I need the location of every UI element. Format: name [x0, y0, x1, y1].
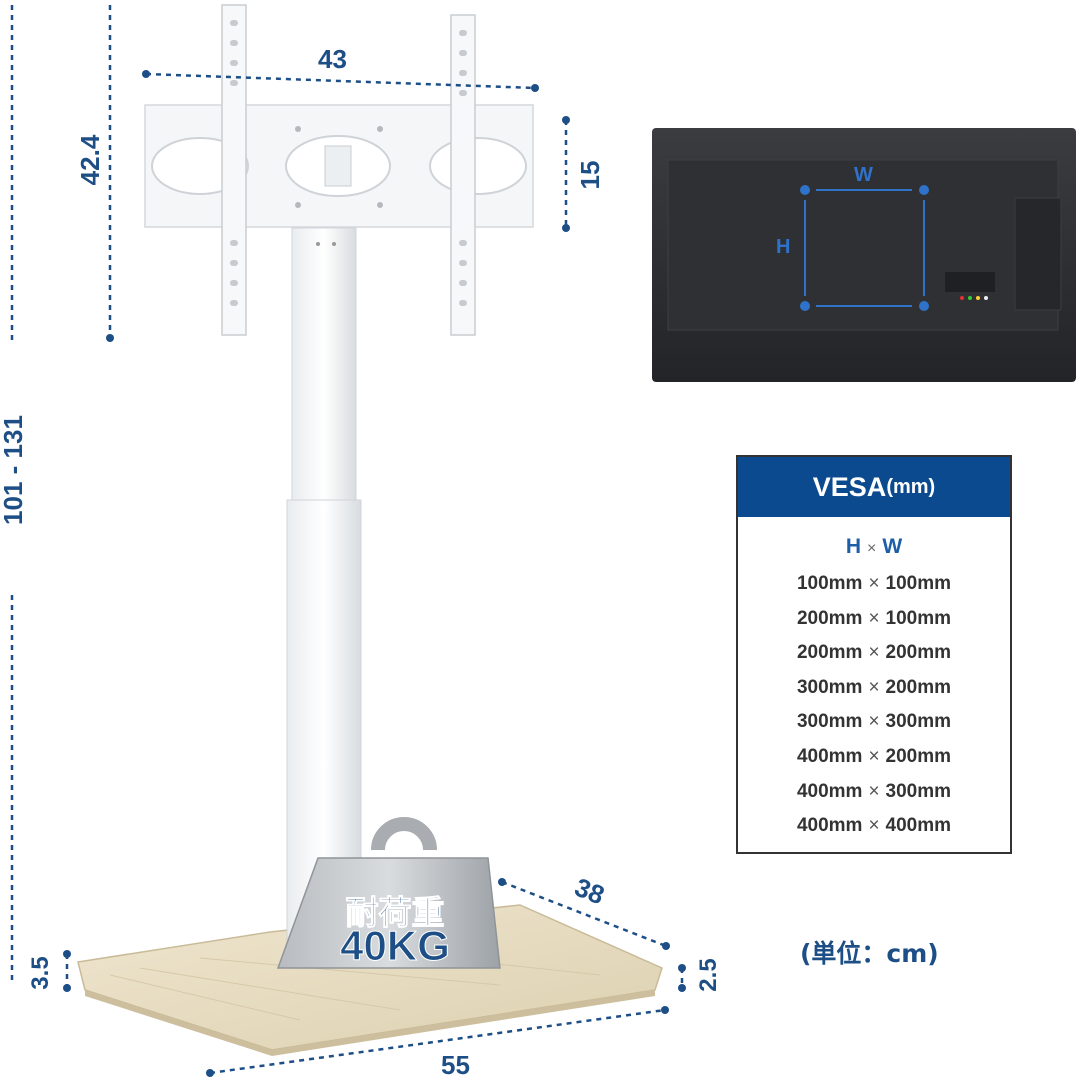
vesa-row-x: × [868, 573, 880, 594]
vesa-table-header: VESA(mm) [738, 457, 1010, 517]
vesa-w-label: W [854, 164, 873, 186]
vesa-row: 100mm×100mm [738, 567, 1010, 602]
unit-note: (単位：cm) [800, 939, 939, 968]
weight-block [276, 817, 501, 969]
vesa-row-w: 100mm [885, 607, 952, 629]
vesa-row-x: × [868, 642, 880, 664]
vesa-unit: (mm) [886, 475, 936, 498]
plate-height-label: 42.4 [75, 134, 105, 186]
base-width-label: 55 [441, 1050, 470, 1080]
vesa-row-x: × [868, 780, 880, 802]
bracket-height-label: 15 [575, 160, 605, 190]
vesa-row-x: × [868, 676, 880, 698]
vesa-row-w: 300mm [885, 711, 952, 733]
vesa-row: 400mm×200mm [738, 740, 1010, 775]
weight-value: 40KG [340, 922, 451, 970]
vesa-row-h: 300mm [796, 711, 863, 733]
vesa-row-x: × [868, 815, 880, 837]
vesa-row-h: 100mm [796, 573, 863, 594]
vesa-row: 400mm×300mm [738, 775, 1010, 810]
vesa-pattern [800, 185, 929, 311]
vesa-row-w: 200mm [885, 676, 952, 698]
vesa-row-h: 200mm [796, 642, 863, 664]
vesa-subheader-h: H [845, 535, 861, 558]
vesa-row-w: 300mm [885, 780, 952, 802]
vesa-title: VESA [812, 471, 887, 502]
vesa-row: 200mm×100mm [738, 602, 1010, 637]
vesa-row-x: × [868, 607, 880, 629]
vesa-table: VESA(mm) H×W 100mm×100mm 200mm×100mm 200… [736, 455, 1012, 854]
base-thickness-left-label: 3.5 [27, 956, 54, 990]
wood-base [77, 904, 663, 1056]
vesa-rows: 100mm×100mm 200mm×100mm 200mm×200mm 300m… [738, 567, 1010, 844]
weight-label: 耐荷重 [345, 893, 445, 933]
vesa-row-x: × [868, 745, 880, 767]
vesa-row-h: 400mm [796, 815, 863, 837]
vesa-h-label: H [776, 236, 791, 258]
vesa-row: 200mm×200mm [738, 636, 1010, 671]
base-thickness-right-label: 2.5 [695, 958, 722, 992]
vesa-row-h: 400mm [796, 780, 863, 802]
vesa-subheader: H × W [738, 535, 1010, 559]
vesa-row: 300mm×200mm [738, 671, 1010, 706]
vesa-subheader-w: W [882, 535, 903, 558]
plate-width-label: 43 [318, 44, 347, 74]
vesa-row-w: 100mm [885, 573, 952, 594]
vesa-row-h: 300mm [796, 676, 863, 698]
vesa-row-h: 400mm [796, 745, 863, 767]
vesa-subheader-x: × [867, 540, 877, 557]
vesa-row: 400mm×400mm [738, 809, 1010, 844]
vesa-row-h: 200mm [796, 607, 863, 629]
pole-upper [291, 227, 357, 501]
vesa-row-w: 400mm [885, 815, 952, 837]
vesa-row: 300mm×300mm [738, 705, 1010, 740]
mounting-rails [221, 4, 476, 336]
vesa-row-w: 200mm [885, 642, 952, 664]
vesa-row-w: 200mm [885, 745, 952, 767]
vesa-row-x: × [868, 711, 880, 733]
total-height-label: 101 - 131 [0, 415, 28, 525]
tv-back [652, 128, 1076, 382]
